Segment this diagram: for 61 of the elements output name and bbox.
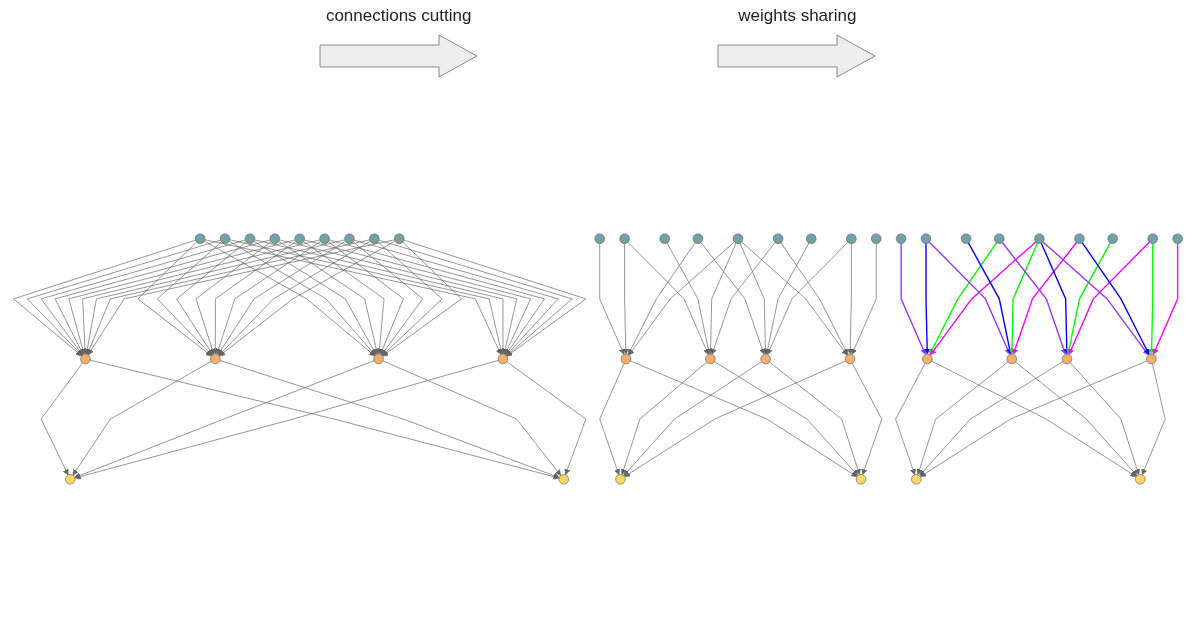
node-circle (806, 233, 817, 244)
node-circle (895, 233, 907, 244)
node-circle (497, 353, 509, 364)
node-circle (920, 233, 932, 244)
node-circle (855, 473, 867, 484)
arrow (924, 242, 931, 354)
node-circle (373, 353, 384, 364)
node-circle (994, 233, 1005, 244)
arrow (1008, 241, 1039, 354)
arrow (1040, 241, 1070, 354)
node-circle (846, 233, 857, 244)
node-circle (219, 233, 231, 244)
node-circle (1135, 473, 1146, 484)
node-circle (844, 353, 856, 364)
node-circle (210, 353, 221, 364)
arrow (1152, 242, 1179, 355)
node-circle (732, 233, 744, 244)
node-circle (369, 233, 380, 244)
arrow (1081, 241, 1150, 355)
node-circle (1172, 233, 1183, 244)
step-label: weights sharing (738, 6, 857, 26)
node-circle (394, 233, 405, 244)
node-circle (911, 473, 922, 484)
node-circle (1107, 233, 1118, 244)
node-circle (705, 353, 716, 364)
node-circle (1146, 353, 1157, 364)
node-circle (244, 233, 256, 244)
node-circle (319, 233, 330, 244)
node-circle (772, 233, 784, 244)
arrow (930, 240, 1037, 355)
node-circle (620, 353, 632, 364)
node-circle (1034, 233, 1045, 244)
node-circle (594, 233, 605, 244)
step-label: connections cutting (325, 6, 472, 26)
node-circle (65, 473, 76, 484)
arrow (928, 240, 1011, 355)
node-circle (659, 233, 670, 244)
arrow (1148, 242, 1155, 354)
node-circle (619, 233, 630, 244)
node-circle (80, 353, 91, 364)
node-circle (615, 473, 626, 484)
node-circle (960, 233, 972, 244)
node-circle (1061, 353, 1073, 364)
node-circle (922, 353, 933, 364)
node-circle (871, 233, 882, 244)
arrow (900, 242, 927, 355)
node-circle (294, 233, 305, 244)
node-circle (692, 233, 704, 244)
node-circle (1006, 353, 1017, 364)
node-circle (195, 233, 206, 244)
node-circle (760, 353, 771, 364)
arrow (967, 241, 1013, 355)
arrow (1012, 241, 1078, 355)
arrow (1001, 241, 1067, 355)
node-circle (269, 233, 280, 244)
node-circle (1074, 233, 1085, 244)
node-circle (558, 473, 569, 484)
arrow (1068, 240, 1151, 355)
arrow (1042, 240, 1149, 355)
node-circle (1147, 233, 1158, 244)
node-circle (344, 233, 355, 244)
